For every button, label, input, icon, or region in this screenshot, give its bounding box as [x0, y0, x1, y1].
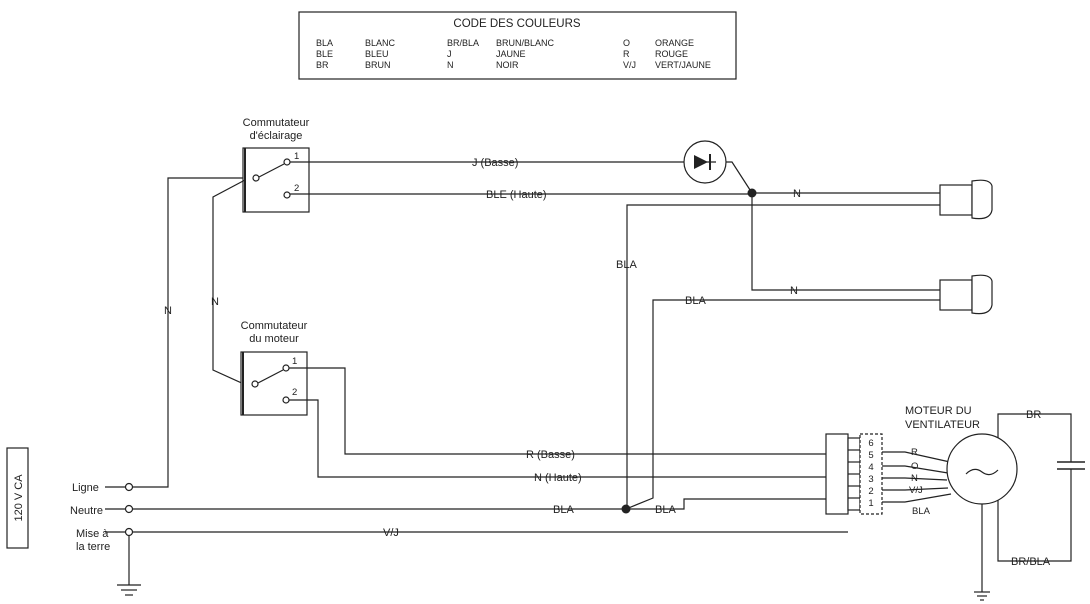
wire-label-n-left: N — [164, 305, 172, 317]
legend-cell: ROUGE — [655, 49, 688, 59]
legend-cell: NOIR — [496, 60, 519, 70]
capacitor-icon — [1057, 461, 1085, 470]
motor-wire-n: N — [911, 473, 918, 484]
neutral-label: Neutre — [70, 505, 103, 517]
motor-wire-vj: V/J — [909, 485, 923, 496]
wire-label-n-haute: N (Haute) — [534, 472, 582, 484]
legend-title: CODE DES COULEURS — [453, 18, 580, 30]
legend-cell: N — [447, 60, 454, 70]
legend-cell: BLANC — [365, 38, 396, 48]
diode-icon — [683, 140, 727, 184]
motor-wire-bla: BLA — [912, 506, 931, 517]
legend-cell: J — [447, 49, 452, 59]
light-switch-pin2: 2 — [294, 183, 299, 194]
legend-cell: BLE — [316, 49, 333, 59]
lamp-socket-icon — [939, 274, 993, 315]
connector-pin-1: 1 — [868, 498, 873, 509]
ground-symbol — [117, 584, 141, 596]
motor-title-2: VENTILATEUR — [905, 419, 980, 431]
supply-voltage-label: 120 V CA — [6, 447, 29, 549]
legend-cell: JAUNE — [496, 49, 526, 59]
ground-terminal — [124, 527, 134, 537]
connector-pin-6: 6 — [868, 438, 873, 449]
wire-label-bla-lamp2: BLA — [685, 295, 706, 307]
lamp-socket-icon — [939, 179, 993, 220]
ground-label-2: la terre — [76, 541, 110, 553]
legend-cell: VERT/JAUNE — [655, 60, 711, 70]
ground-label-1: Mise à — [76, 528, 109, 540]
legend-cell: V/J — [623, 60, 636, 70]
legend-cell: BLA — [316, 38, 333, 48]
legend-cell: ORANGE — [655, 38, 694, 48]
motor-switch-title-1: Commutateur — [241, 320, 308, 332]
fan-motor: MOTEUR DU VENTILATEUR R O N V/J BLA BR B… — [882, 405, 1085, 601]
color-code-legend: CODE DES COULEURS BLA BLANC BR/BLA BRUN/… — [298, 11, 737, 80]
connector-pin-5: 5 — [868, 450, 873, 461]
line-label: Ligne — [72, 482, 99, 494]
motor-switch-pin2: 2 — [292, 387, 297, 398]
motor-switch-pin1: 1 — [292, 356, 297, 367]
connector-pin-3: 3 — [868, 474, 873, 485]
wire-label-bla-neutral: BLA — [553, 504, 574, 516]
connector-pin-2: 2 — [868, 486, 873, 497]
motor-wire-o: O — [911, 461, 918, 472]
legend-cell: BR — [316, 60, 329, 70]
light-switch-title-2: d'éclairage — [250, 130, 303, 142]
light-switch-pin1: 1 — [294, 151, 299, 162]
motor-wire-brbla: BR/BLA — [1011, 556, 1051, 568]
light-switch: Commutateur d'éclairage 1 2 — [242, 117, 310, 213]
wire-label-n-lamp2: N — [790, 285, 798, 297]
wire-label-n-mid: N — [211, 296, 219, 308]
wire-label-n-lamp1: N — [793, 188, 801, 200]
neutral-terminal — [124, 504, 134, 514]
legend-cell: BRUN — [365, 60, 391, 70]
wire-label-bla-vertical: BLA — [616, 259, 637, 271]
legend-cell: BR/BLA — [447, 38, 479, 48]
line-terminal — [124, 482, 134, 492]
connector-pin-4: 4 — [868, 462, 873, 473]
motor-wire-br: BR — [1026, 409, 1041, 421]
light-switch-title-1: Commutateur — [243, 117, 310, 129]
wire-label-ble-haute: BLE (Haute) — [486, 189, 547, 201]
legend-cell: R — [623, 49, 630, 59]
ground-symbol — [974, 591, 990, 601]
motor-title-1: MOTEUR DU — [905, 405, 972, 417]
legend-cell: BRUN/BLANC — [496, 38, 555, 48]
motor-wire-r: R — [911, 447, 918, 458]
legend-cell: O — [623, 38, 630, 48]
motor-switch: Commutateur du moteur 1 2 — [240, 320, 308, 416]
legend-cell: BLEU — [365, 49, 389, 59]
voltage-text: 120 V CA — [13, 474, 25, 522]
supply-terminals: Ligne Neutre Mise à la terre — [70, 177, 848, 596]
wire-label-bla-neutral2: BLA — [655, 504, 676, 516]
motor-switch-title-2: du moteur — [249, 333, 299, 345]
wire-label-r-basse: R (Basse) — [526, 449, 575, 461]
wire-label-j-basse: J (Basse) — [472, 157, 518, 169]
motor-connector: 6 5 4 3 2 1 — [825, 433, 883, 515]
wire-label-vj-ground: V/J — [383, 527, 399, 539]
